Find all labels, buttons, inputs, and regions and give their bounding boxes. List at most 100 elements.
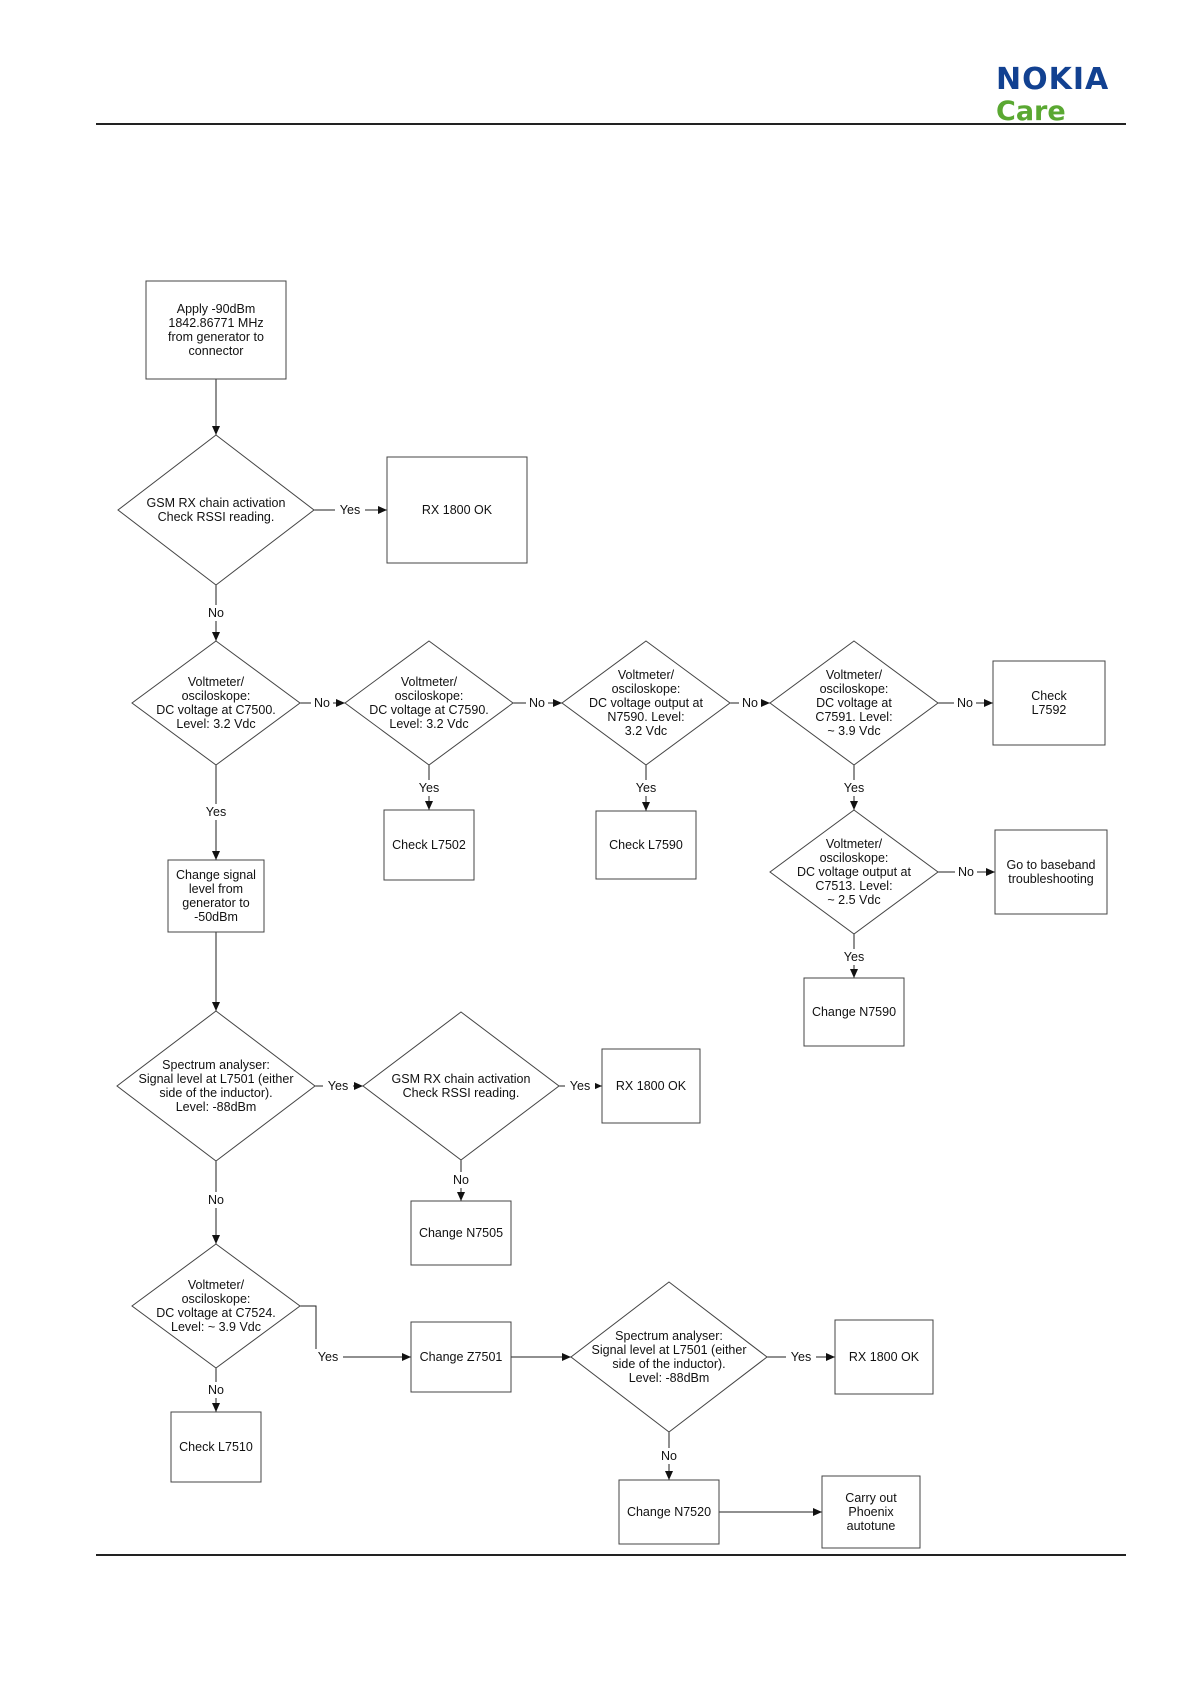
node-text: Spectrum analyser: <box>615 1329 723 1343</box>
node-text: ~ 3.9 Vdc <box>827 724 880 738</box>
node-text: RX 1800 OK <box>616 1079 687 1093</box>
edge-label: Yes <box>318 1350 338 1364</box>
edge-label: Yes <box>636 781 656 795</box>
node-text: Voltmeter/ <box>401 675 458 689</box>
decision-diamond <box>116 1010 316 1162</box>
decision-diamond <box>362 1011 560 1161</box>
node-text: Check RSSI reading. <box>158 510 275 524</box>
node-text: RX 1800 OK <box>849 1350 920 1364</box>
node-text: level from <box>189 882 243 896</box>
node-text: generator to <box>182 896 249 910</box>
edge-14: Yes <box>315 1078 363 1094</box>
node-n4: Voltmeter/osciloskope:DC voltage at C750… <box>131 640 301 766</box>
node-text: Signal level at L7501 (either <box>139 1072 294 1086</box>
node-n15: Spectrum analyser:Signal level at L7501 … <box>116 1010 316 1162</box>
node-text: C7513. Level: <box>815 879 892 893</box>
node-text: GSM RX chain activation <box>392 1072 531 1086</box>
edge-label: Yes <box>844 781 864 795</box>
edge-15: Yes <box>559 1078 602 1094</box>
node-n10: Check L7590 <box>595 810 697 880</box>
process-box <box>595 810 697 880</box>
node-n21: Spectrum analyser:Signal level at L7501 … <box>570 1281 768 1433</box>
node-text: Check L7590 <box>609 838 683 852</box>
node-text: osciloskope: <box>395 689 464 703</box>
node-n3: RX 1800 OK <box>386 456 528 564</box>
edge-2: No <box>205 585 227 641</box>
edge-18: Yes <box>300 1305 411 1365</box>
node-n23: Check L7510 <box>170 1411 262 1483</box>
decision-diamond <box>117 434 315 586</box>
node-text: side of the inductor). <box>612 1357 725 1371</box>
edge-label: No <box>661 1449 677 1463</box>
process-box <box>410 1321 512 1393</box>
node-text: N7590. Level: <box>607 710 684 724</box>
decision-diamond <box>769 809 939 935</box>
edge-label: No <box>957 696 973 710</box>
header-rule <box>96 123 1126 125</box>
edge-label-bg <box>335 502 365 518</box>
node-n5: Voltmeter/osciloskope:DC voltage at C759… <box>344 640 514 766</box>
edge-label-bg <box>955 864 977 880</box>
node-text: RX 1800 OK <box>422 503 493 517</box>
node-text: Voltmeter/ <box>618 668 675 682</box>
node-text: Voltmeter/ <box>826 668 883 682</box>
edge-label-bg <box>450 1172 472 1188</box>
edge-label: No <box>314 696 330 710</box>
node-text: DC voltage at C7590. <box>369 703 489 717</box>
node-text: Level: -88dBm <box>629 1371 710 1385</box>
decision-diamond <box>344 640 514 766</box>
node-text: Change N7590 <box>812 1005 896 1019</box>
node-text: Check L7510 <box>179 1440 253 1454</box>
edge-1: Yes <box>314 502 387 518</box>
edge-label-bg <box>205 1382 227 1398</box>
edge-label: No <box>529 696 545 710</box>
node-text: Signal level at L7501 (either <box>592 1343 747 1357</box>
node-text: autotune <box>847 1519 896 1533</box>
edge-label: No <box>958 865 974 879</box>
decision-diamond <box>131 640 301 766</box>
edge-7: Yes <box>201 765 231 860</box>
node-text: Level: 3.2 Vdc <box>389 717 468 731</box>
edge-5: No <box>730 695 770 711</box>
node-text: GSM RX chain activation <box>147 496 286 510</box>
node-text: 3.2 Vdc <box>625 724 667 738</box>
node-n7: Voltmeter/osciloskope:DC voltage atC7591… <box>769 640 939 766</box>
node-text: Voltmeter/ <box>188 1278 245 1292</box>
node-text: Change signal <box>176 868 256 882</box>
node-text: osciloskope: <box>820 851 889 865</box>
process-box <box>803 977 905 1047</box>
node-n24: Change N7520 <box>618 1479 720 1545</box>
node-text: C7591. Level: <box>815 710 892 724</box>
node-text: connector <box>189 344 244 358</box>
edge-8: Yes <box>414 765 444 810</box>
node-n6: Voltmeter/osciloskope:DC voltage output … <box>561 640 731 766</box>
edge-label: No <box>208 1193 224 1207</box>
process-box <box>167 859 265 933</box>
node-text: side of the inductor). <box>159 1086 272 1100</box>
node-text: DC voltage output at <box>797 865 911 879</box>
edge-label-bg <box>323 1078 353 1094</box>
edge-label-bg <box>954 695 976 711</box>
node-text: Voltmeter/ <box>826 837 883 851</box>
edge-label-bg <box>631 780 661 796</box>
node-text: L7592 <box>1032 703 1067 717</box>
edge-label: Yes <box>570 1079 590 1093</box>
edge-label: Yes <box>791 1350 811 1364</box>
process-box <box>145 280 287 380</box>
connector-line <box>300 1305 411 1361</box>
edge-label: No <box>742 696 758 710</box>
process-box <box>383 809 475 881</box>
node-text: osciloskope: <box>182 1292 251 1306</box>
edge-label-bg <box>311 695 333 711</box>
node-text: Change N7505 <box>419 1226 503 1240</box>
edge-16: No <box>450 1160 472 1201</box>
edge-label: No <box>208 606 224 620</box>
node-text: Go to baseband <box>1007 858 1096 872</box>
